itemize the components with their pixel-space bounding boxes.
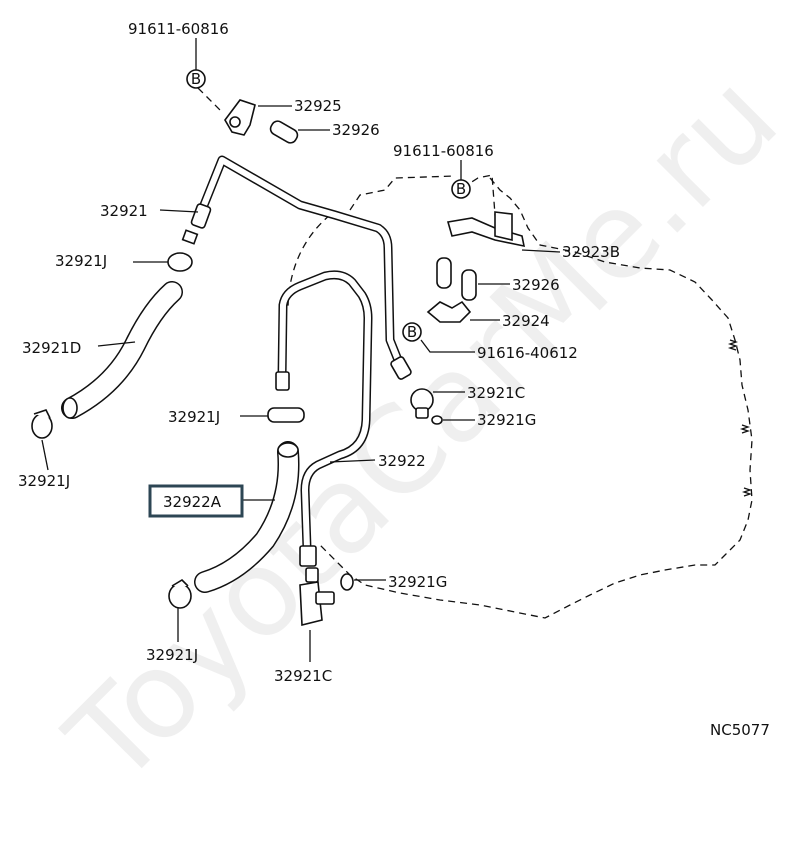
hose-32922a-highlight-box (148, 484, 244, 518)
pipe-32922 (195, 155, 405, 553)
label-hose-32921d: 32921D (22, 339, 81, 357)
label-gasket-upper: 32921G (477, 411, 536, 429)
label-sleeve-32926-right: 32926 (512, 276, 560, 294)
sleeves-32926-right (436, 257, 477, 301)
label-clip-lower: 32921J (146, 646, 198, 664)
union-32921c-upper (410, 388, 434, 419)
bolt-b-mid-letter: B (456, 180, 466, 198)
clip-32921j-upper (167, 229, 199, 272)
clamp-32925 (224, 99, 256, 136)
transmission-outline (319, 175, 753, 619)
clip-32921j-left (31, 409, 53, 439)
clamp-32924 (426, 300, 472, 323)
label-hose-32922a: 32922A (163, 493, 222, 511)
label-clip-center: 32921J (168, 408, 220, 426)
label-bolt-top: 91611-60816 (128, 20, 229, 38)
bracket-32923b (446, 211, 526, 248)
bellhousing-arc (287, 214, 331, 311)
bolt-b-top-letter: B (191, 70, 201, 88)
label-bracket-32923b: 32923B (562, 243, 620, 261)
label-union-upper: 32921C (467, 384, 525, 402)
label-clip-upper: 32921J (55, 252, 107, 270)
label-pipe-32922: 32922 (378, 452, 426, 470)
clip-32921j-lower (168, 578, 192, 609)
label-union-lower: 32921C (274, 667, 332, 685)
bolt-top-leader-dashed (197, 87, 223, 113)
hose-32922a (194, 441, 300, 593)
label-pipe-32921: 32921 (100, 202, 148, 220)
hose-32921d (61, 281, 183, 419)
label-clamp-32924: 32924 (502, 312, 550, 330)
label-bolt-mid: 91611-60816 (393, 142, 494, 160)
leader-lines (41, 38, 561, 662)
gasket-32921g-lower (340, 573, 354, 591)
union-32921c-lower (299, 567, 335, 627)
watermark-text: ToyotaCarMe.ru (42, 48, 800, 811)
bolt-b-right-letter: B (407, 323, 417, 341)
pipe-end-fittings (190, 203, 412, 567)
diagram-code: NC5077 (710, 721, 770, 739)
clip-32921j-center (267, 407, 305, 423)
label-bolt-right: 91616-40612 (477, 344, 578, 362)
bolt-b-top: B (186, 69, 206, 89)
label-gasket-lower: 32921G (388, 573, 447, 591)
gasket-32921g-upper (431, 415, 443, 425)
label-clamp-32925: 32925 (294, 97, 342, 115)
bolt-mid-leader-dashed (461, 174, 497, 229)
label-sleeve-32926-top: 32926 (332, 121, 380, 139)
case-serrations (727, 339, 753, 497)
bolt-b-mid: B (451, 179, 471, 199)
label-clip-left: 32921J (18, 472, 70, 490)
sleeve-32926-top (269, 120, 299, 144)
bolt-b-right: B (402, 322, 422, 342)
